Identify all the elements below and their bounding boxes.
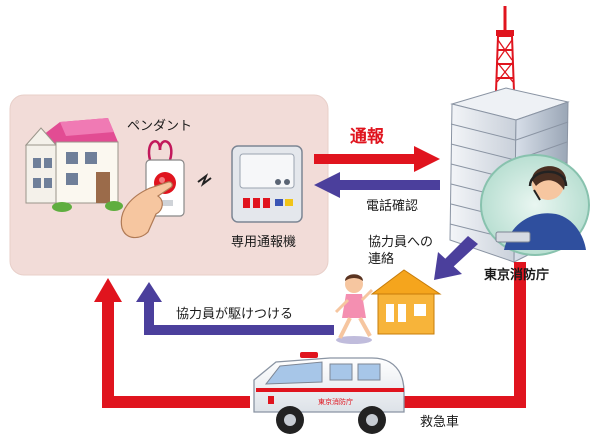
terminal-label: 専用通報機 [231, 235, 296, 250]
ambulance-label: 救急車 [420, 414, 459, 430]
running-cooperator-icon [334, 274, 374, 344]
fire-dept-label: 東京消防庁 [484, 267, 549, 283]
phone-confirm-label: 電話確認 [366, 198, 418, 214]
ambulance-icon: 東京消防庁 [253, 352, 405, 434]
phone-confirm-arrow [314, 172, 440, 198]
operator-icon [480, 154, 590, 256]
contact-cooperator-label: 協力員への 連絡 [368, 235, 437, 267]
tower-icon [494, 6, 516, 93]
report-label: 通報 [350, 126, 385, 147]
signal-icon [197, 173, 212, 187]
hand-icon [120, 181, 173, 239]
contact-cooperator-line-1: 協力員への [368, 235, 433, 250]
terminal-icon [231, 145, 303, 223]
cooperator-rushes-arrow [136, 282, 334, 335]
contact-cooperator-line-2: 連絡 [368, 251, 394, 267]
cooperator-rushes-label: 協力員が駆けつける [176, 307, 293, 322]
ambulance-to-home-arrow [94, 278, 250, 408]
cooperator-house-icon [370, 269, 442, 335]
ambulance-body-text: 東京消防庁 [318, 397, 353, 406]
pendant-label: ペンダント [127, 119, 192, 134]
dispatch-arrow [400, 262, 526, 408]
contact-cooperator-arrow [434, 236, 478, 280]
report-arrow [314, 146, 440, 172]
house-icon [24, 118, 123, 212]
